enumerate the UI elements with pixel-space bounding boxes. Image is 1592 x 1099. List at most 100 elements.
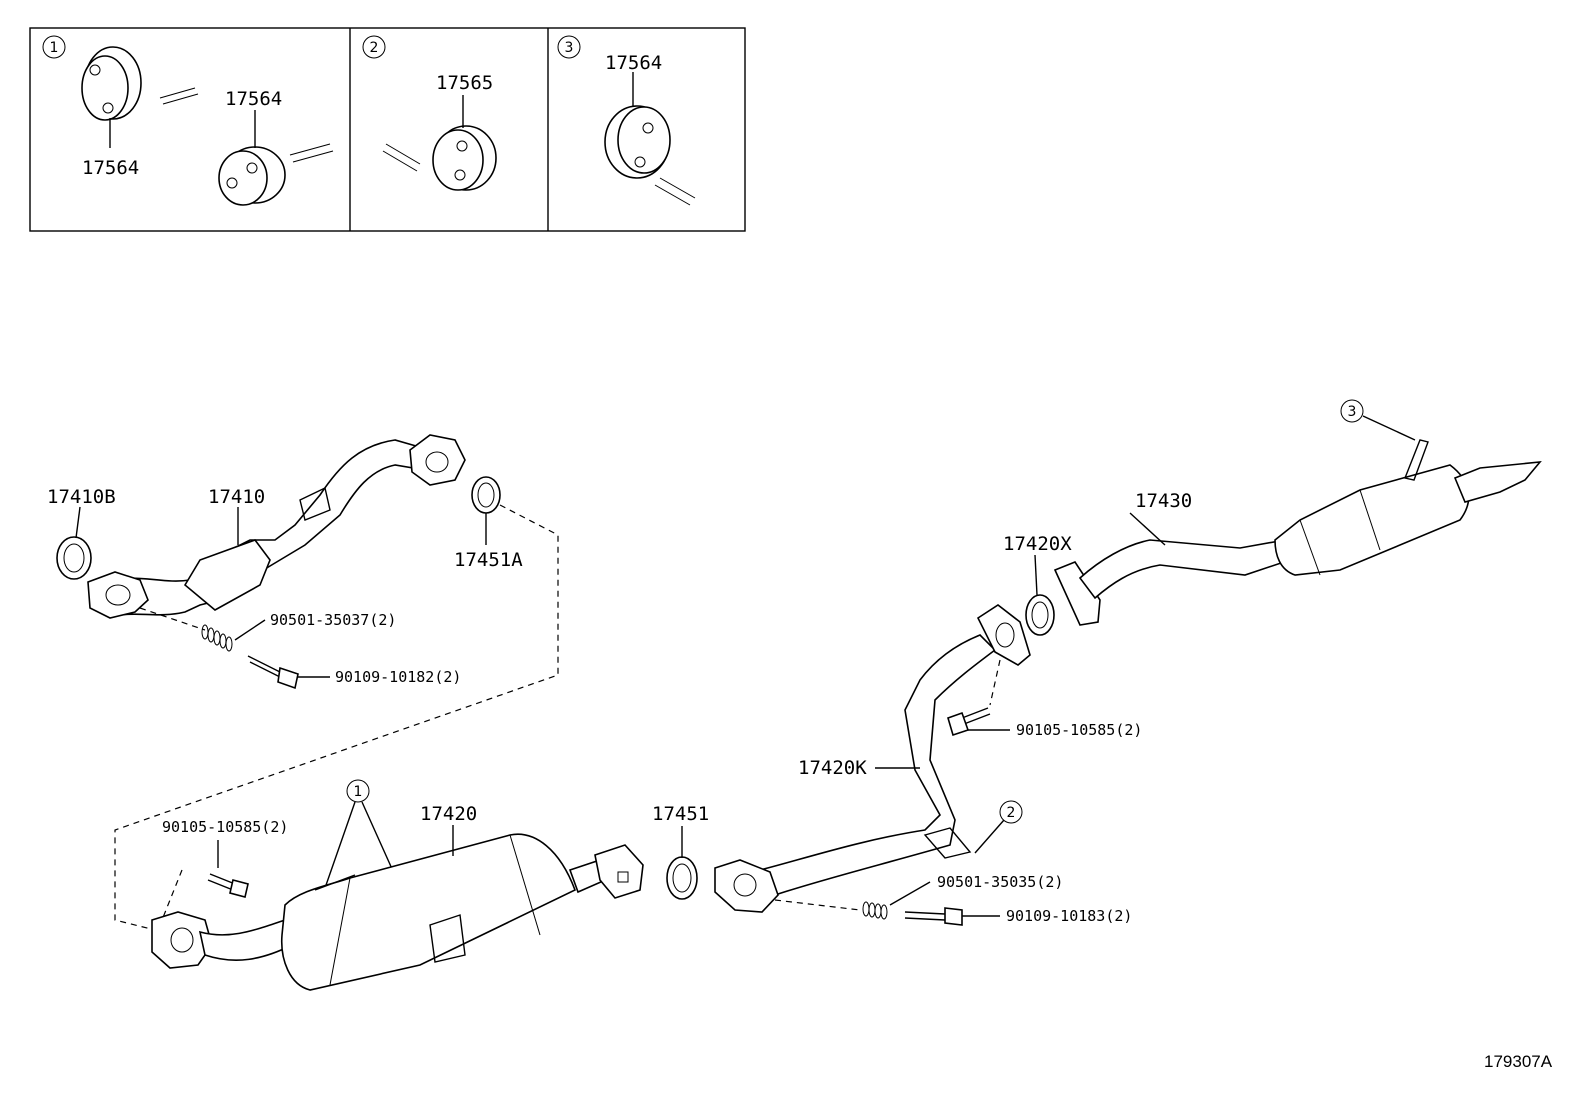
pipe-bracket (299, 486, 331, 521)
label-90105-10585-right: 90105-10585(2) (1016, 721, 1142, 739)
hanger-hole (634, 156, 646, 168)
label-17410B: 17410B (47, 486, 116, 508)
flange-icon (87, 571, 149, 619)
flange-icon (976, 604, 1031, 666)
label-90501-35037: 90501-35037(2) (270, 611, 396, 629)
part-label: 17565 (436, 72, 493, 94)
spring-icon (201, 624, 233, 652)
dashed-guide (774, 899, 861, 911)
tailpipe-tip-icon (1453, 461, 1542, 503)
bolt-icon (944, 907, 963, 926)
callout-2: 2 (1007, 805, 1016, 821)
intermediate-pipe-body (758, 634, 997, 896)
label-90105-10585-left: 90105-10585(2) (162, 818, 288, 836)
label-90109-10182: 90109-10182(2) (335, 668, 461, 686)
panel-2-number-circle (362, 35, 386, 59)
hanger-hole (454, 169, 466, 181)
rubber-hanger-face (432, 129, 484, 191)
inset-panels: 1 17564 17564 2 (29, 27, 746, 232)
gasket-icon (471, 476, 501, 514)
panel-3-number-circle (557, 35, 581, 59)
hanger-hole (226, 177, 238, 189)
center-pipe-body (198, 918, 293, 961)
muffler-seam (1359, 489, 1381, 551)
flange-icon (409, 434, 466, 486)
muffler-seam (329, 877, 351, 986)
hanger-rod-icon (654, 177, 696, 206)
rubber-hanger-face (617, 106, 671, 174)
hanger-rod-icon (314, 874, 356, 891)
muffler-hanger-bracket (1404, 439, 1429, 481)
dashed-guide (139, 607, 206, 631)
figure-id: 179307A (1484, 1052, 1553, 1071)
leader-line (974, 819, 1005, 854)
center-pipe-assembly: 90105-10585(2) 1 17420 17451 (151, 779, 709, 991)
flange-hole (617, 871, 629, 883)
inset-panel-1: 1 17564 17564 (42, 35, 334, 206)
bolt-shaft (247, 655, 283, 679)
leader-line (234, 619, 266, 641)
rubber-hanger-face (81, 55, 129, 121)
label-17410: 17410 (208, 486, 265, 508)
inset-panel-2: 2 17565 (362, 35, 497, 191)
flange-hole (995, 622, 1015, 648)
hanger-hole (246, 162, 258, 174)
muffler-seam (1299, 519, 1321, 576)
hanger-hole (89, 64, 101, 76)
leader-line (324, 801, 356, 889)
rubber-hanger-face (218, 150, 268, 206)
callout-1: 1 (354, 784, 363, 800)
callout-3-circle (1340, 399, 1364, 423)
leader-line (1362, 415, 1416, 441)
bolt-shaft (961, 707, 991, 725)
muffler-bracket (429, 914, 466, 963)
leader-line (1129, 512, 1166, 546)
label-17420X: 17420X (1003, 533, 1072, 555)
panel-1-number-circle (42, 35, 66, 59)
gasket-icon (56, 536, 92, 580)
inset-frame (29, 27, 746, 232)
label-17420K: 17420K (798, 757, 867, 779)
pipe-bracket (923, 827, 972, 859)
leader-line (75, 506, 81, 539)
hanger-rod-icon (159, 87, 199, 105)
dashed-guide (989, 659, 1001, 706)
label-17451A: 17451A (454, 549, 523, 571)
part-label: 17564 (605, 52, 662, 74)
dashed-guide (114, 504, 559, 931)
label-17430: 17430 (1135, 490, 1192, 512)
panel-1-number: 1 (50, 40, 59, 56)
flange-icon (714, 859, 779, 913)
flange-icon (1053, 561, 1101, 626)
panel-2-number: 2 (370, 40, 379, 56)
tailpipe-assembly: 17430 3 (1053, 399, 1542, 626)
hanger-hole (456, 140, 468, 152)
part-label: 17564 (82, 157, 139, 179)
inset-panel-3: 3 17564 (557, 35, 696, 206)
intermediate-pipe-assembly: 17420K 2 90501-35035(2) 90109-10183(2) 9… (714, 533, 1142, 926)
bolt-icon (229, 879, 249, 898)
callout-3: 3 (1348, 404, 1357, 420)
leader-line (1034, 554, 1038, 596)
callout-1-circle (346, 779, 370, 803)
part-label: 17564 (225, 88, 282, 110)
gasket-inner (477, 482, 495, 508)
flange-hole (170, 927, 194, 953)
gasket-icon (1025, 594, 1055, 636)
center-muffler-icon (280, 833, 577, 991)
panel-3-number: 3 (565, 40, 574, 56)
catalytic-converter-icon (183, 539, 271, 611)
muffler-seam (509, 834, 541, 936)
front-pipe-assembly: 17410B 17410 17451A 90501-35037(2) (47, 434, 523, 690)
hanger-hole (642, 122, 654, 134)
tailpipe-body (1078, 539, 1291, 600)
gasket-icon (666, 856, 698, 900)
label-17451: 17451 (652, 803, 709, 825)
gasket-inner (63, 543, 85, 573)
callout-2-circle (999, 800, 1023, 824)
bolt-shaft (207, 873, 236, 891)
flange-hole (105, 584, 131, 606)
hanger-hole (102, 102, 114, 114)
main-muffler-icon (1274, 464, 1470, 576)
